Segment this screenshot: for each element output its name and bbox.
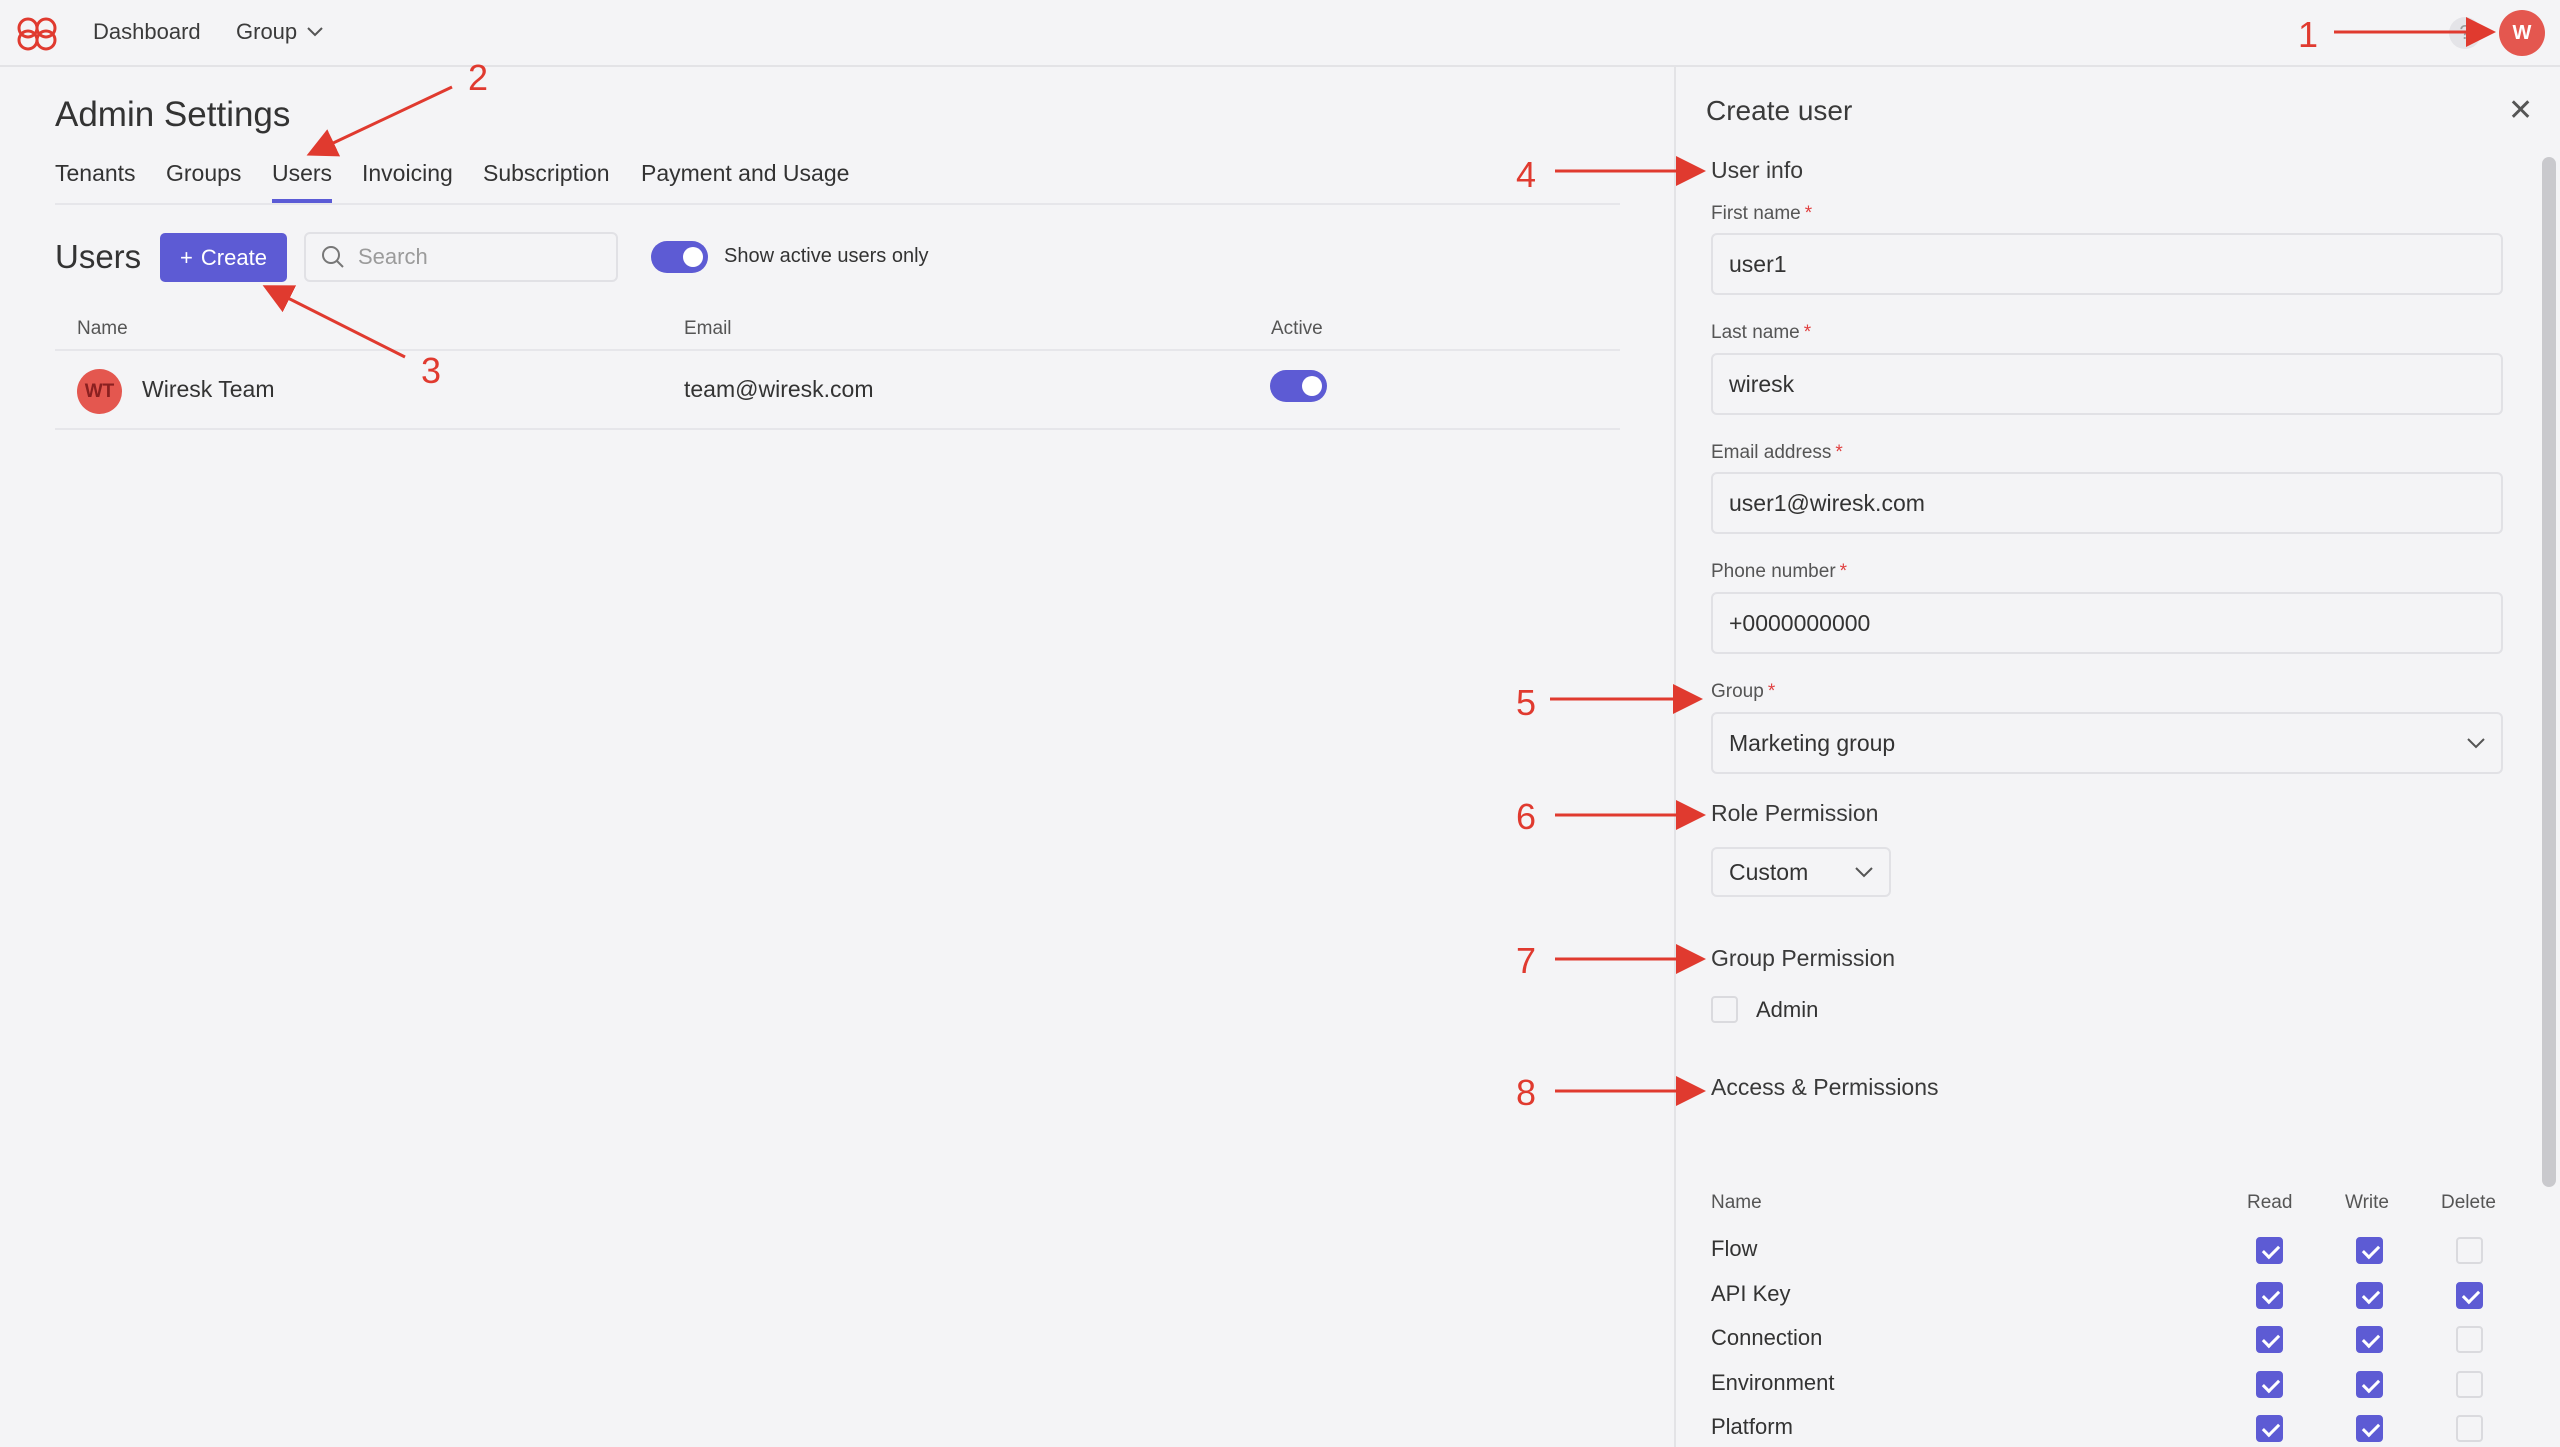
nav-group-label: Group: [236, 19, 298, 44]
access-permissions-heading: Access & Permissions: [1711, 1074, 1939, 1100]
access-row-name: Platform: [1711, 1414, 1793, 1439]
close-icon[interactable]: ✕: [2508, 94, 2534, 127]
table-header-divider: [55, 349, 1620, 351]
tab-invoicing[interactable]: Invoicing: [362, 160, 453, 186]
role-permission-heading: Role Permission: [1711, 800, 1879, 826]
users-heading: Users: [55, 238, 142, 275]
nav-dashboard[interactable]: Dashboard: [93, 19, 201, 44]
annotation-label-8: 8: [1516, 1072, 1537, 1113]
access-delete-checkbox[interactable]: [2456, 1326, 2483, 1353]
user-row-avatar: WT: [77, 369, 122, 414]
tab-tenants[interactable]: Tenants: [55, 160, 136, 186]
access-row-name: Connection: [1711, 1325, 1823, 1350]
group-permission-heading: Group Permission: [1711, 945, 1896, 971]
search-icon: [322, 246, 344, 268]
admin-label: Admin: [1756, 997, 1819, 1022]
tab-payment-usage[interactable]: Payment and Usage: [641, 160, 850, 186]
tab-groups[interactable]: Groups: [166, 160, 242, 186]
access-column-name: Name: [1711, 1192, 1762, 1213]
role-select-value: Custom: [1729, 858, 1809, 885]
plus-icon: +: [180, 244, 193, 270]
access-read-checkbox[interactable]: [2256, 1326, 2283, 1353]
settings-tabs: Tenants Groups Users Invoicing Subscript…: [55, 160, 1620, 205]
access-write-checkbox[interactable]: [2356, 1415, 2383, 1442]
annotation-label-3: 3: [421, 350, 442, 391]
access-delete-checkbox[interactable]: [2456, 1282, 2483, 1309]
user-row-email: team@wiresk.com: [684, 376, 874, 402]
active-users-filter-label: Show active users only: [724, 245, 929, 267]
access-write-checkbox[interactable]: [2356, 1326, 2383, 1353]
chevron-down-icon: [2467, 737, 2485, 748]
access-column-read: Read: [2247, 1192, 2293, 1213]
access-write-checkbox[interactable]: [2356, 1237, 2383, 1264]
column-header-name: Name: [77, 318, 128, 339]
group-select[interactable]: Marketing group: [1711, 712, 2503, 774]
annotation-label-5: 5: [1516, 682, 1537, 723]
access-delete-checkbox[interactable]: [2456, 1371, 2483, 1398]
top-bar: Dashboard Group ? W: [0, 0, 2560, 67]
first-name-input[interactable]: [1711, 233, 2503, 295]
create-button-label: Create: [200, 244, 267, 270]
access-delete-checkbox[interactable]: [2456, 1237, 2483, 1264]
panel-scrollbar[interactable]: [2542, 157, 2556, 1187]
group-select-value: Marketing group: [1729, 729, 1896, 756]
annotation-label-4: 4: [1516, 154, 1537, 195]
column-header-active: Active: [1271, 318, 1323, 339]
create-user-panel: Create user ✕ User info First name* Last…: [1674, 67, 2560, 1447]
email-label: Email address*: [1711, 442, 1843, 463]
table-row-divider: [55, 428, 1620, 430]
page-title: Admin Settings: [55, 95, 291, 134]
app-logo-icon[interactable]: [14, 14, 60, 54]
search-input[interactable]: [358, 244, 598, 270]
last-name-input[interactable]: [1711, 353, 2503, 415]
active-users-toggle[interactable]: [651, 241, 708, 273]
access-column-delete: Delete: [2441, 1192, 2496, 1213]
phone-label: Phone number*: [1711, 561, 1848, 582]
panel-title: Create user: [1706, 95, 1853, 126]
first-name-label: First name*: [1711, 203, 1813, 224]
annotation-label-7: 7: [1516, 940, 1537, 981]
chevron-down-icon: [307, 27, 323, 37]
phone-field[interactable]: [1711, 592, 2503, 654]
user-info-heading: User info: [1711, 157, 1804, 183]
tab-subscription[interactable]: Subscription: [483, 160, 610, 186]
annotation-label-2: 2: [468, 57, 489, 98]
access-delete-checkbox[interactable]: [2456, 1415, 2483, 1442]
search-box[interactable]: [304, 232, 618, 282]
admin-checkbox[interactable]: [1711, 996, 1738, 1023]
access-column-write: Write: [2345, 1192, 2389, 1213]
access-read-checkbox[interactable]: [2256, 1237, 2283, 1264]
nav-group-dropdown[interactable]: Group: [236, 19, 323, 45]
annotation-label-6: 6: [1516, 796, 1537, 837]
role-select[interactable]: Custom: [1711, 847, 1891, 897]
last-name-label: Last name*: [1711, 322, 1812, 343]
chevron-down-icon: [1855, 866, 1873, 877]
help-icon[interactable]: ?: [2449, 17, 2481, 49]
access-read-checkbox[interactable]: [2256, 1371, 2283, 1398]
group-label: Group*: [1711, 681, 1776, 702]
access-write-checkbox[interactable]: [2356, 1282, 2383, 1309]
column-header-email: Email: [684, 318, 732, 339]
annotation-arrow-3: [262, 285, 406, 359]
user-avatar[interactable]: W: [2499, 10, 2545, 56]
create-user-button[interactable]: + Create: [160, 233, 287, 282]
access-row-name: Environment: [1711, 1370, 1835, 1395]
email-field[interactable]: [1711, 472, 2503, 534]
user-active-toggle[interactable]: [1270, 370, 1327, 402]
access-row-name: Flow: [1711, 1236, 1758, 1261]
access-read-checkbox[interactable]: [2256, 1282, 2283, 1309]
access-row-name: API Key: [1711, 1281, 1791, 1306]
annotation-arrow-2: [306, 85, 453, 157]
annotation-label-1: 1: [2298, 14, 2319, 55]
tab-users[interactable]: Users: [272, 160, 333, 203]
user-row-name: Wiresk Team: [142, 376, 275, 402]
access-read-checkbox[interactable]: [2256, 1415, 2283, 1442]
access-write-checkbox[interactable]: [2356, 1371, 2383, 1398]
